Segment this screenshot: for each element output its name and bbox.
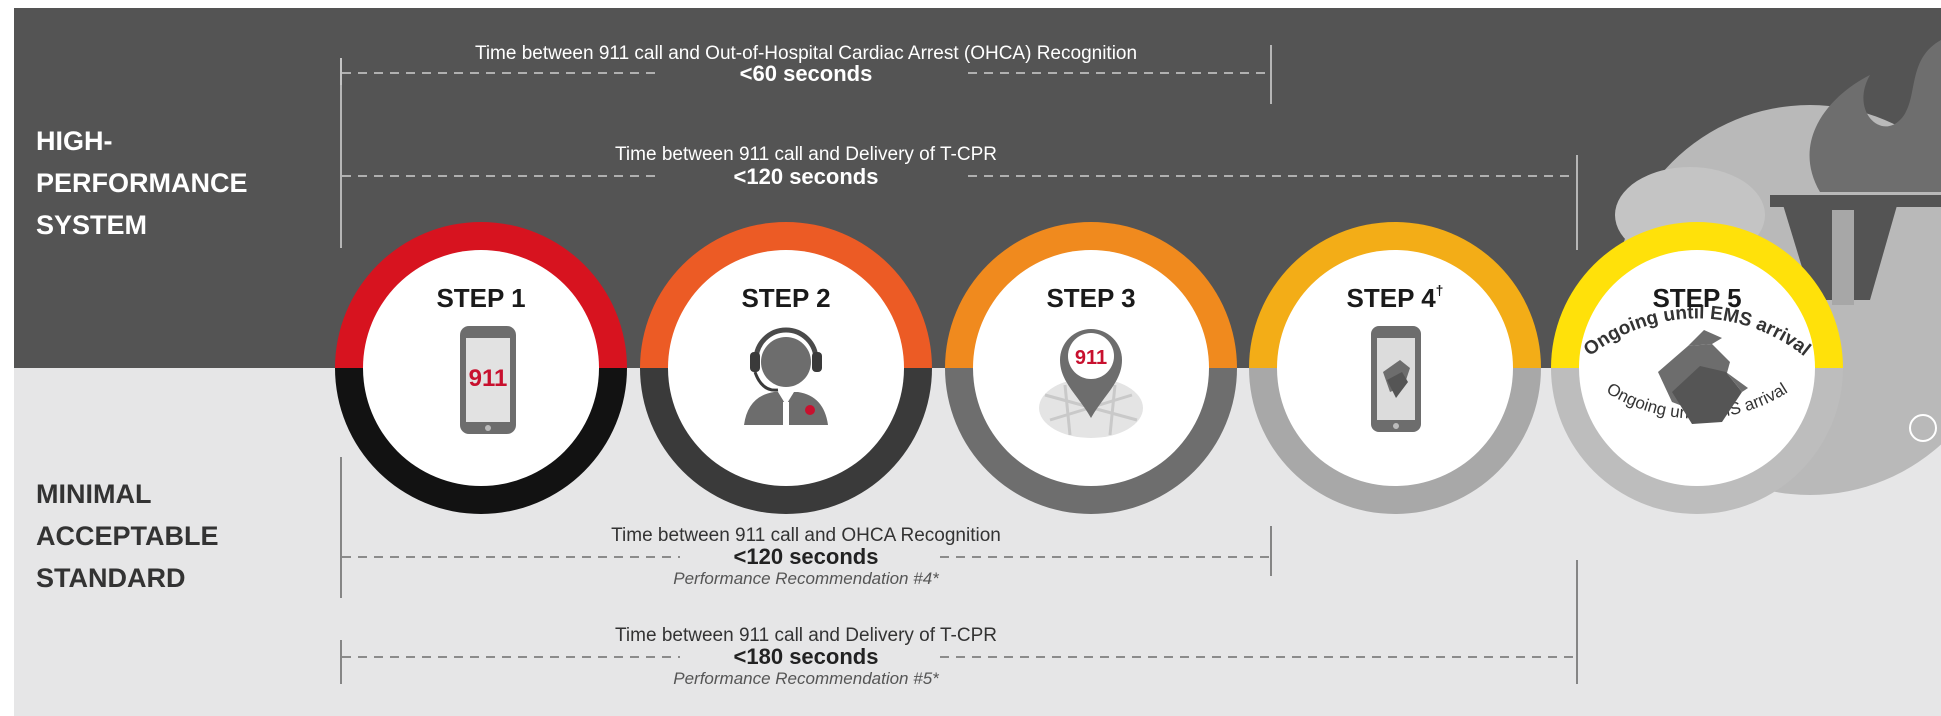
timeline-min-tcpr-note: Performance Recommendation #5* <box>673 669 940 688</box>
step-1-title: STEP 1 <box>436 283 525 313</box>
step-3: <30 seconds <60 seconds STEP 3 911 <box>945 222 1237 514</box>
step-4-title: STEP 4† <box>1347 282 1444 313</box>
row-label-minimal-line-3: STANDARD <box>36 563 186 593</box>
row-label-high-line-3: SYSTEM <box>36 210 147 240</box>
timeline-min-recognition-label: Time between 911 call and OHCA Recogniti… <box>611 525 1001 546</box>
timeline-high-recognition-label: Time between 911 call and Out-of-Hospita… <box>475 43 1137 64</box>
step-5: Ongoing until EMS arrival Ongoing until … <box>1551 222 1843 514</box>
row-label-high-line-1: HIGH- <box>36 126 113 156</box>
timeline-min-recognition-value: <120 seconds <box>734 544 879 569</box>
dispatcher-headset-icon <box>744 327 828 425</box>
timeline-high-tcpr: Time between 911 call and Delivery of T-… <box>342 144 1578 250</box>
timeline-high-recognition-value: <60 seconds <box>740 61 873 86</box>
step-5-title: STEP 5 <box>1652 283 1741 313</box>
location-pin-911-icon: 911 <box>1039 329 1143 438</box>
timeline-high-recognition: Time between 911 call and Out-of-Hospita… <box>340 43 1272 104</box>
step-4: <60 seconds <60 seconds STEP 4† <box>1249 222 1541 514</box>
cpr-hands-icon <box>1658 330 1748 424</box>
timeline-min-tcpr: Time between 911 call and Delivery of T-… <box>340 560 1578 688</box>
row-label-minimal-line-2: ACCEPTABLE <box>36 521 219 551</box>
timeline-min-tcpr-value: <180 seconds <box>734 644 879 669</box>
phone-911-text: 911 <box>469 365 508 392</box>
phone-cpr-icon <box>1371 326 1421 432</box>
timeline-high-tcpr-label: Time between 911 call and Delivery of T-… <box>615 144 997 165</box>
row-label-minimal-line-1: MINIMAL <box>36 479 151 509</box>
step-2: 15 seconds 15-30 seconds STEP 2 <box>640 222 932 514</box>
row-label-high-performance: HIGH- PERFORMANCE SYSTEM <box>36 126 248 240</box>
row-label-high-line-2: PERFORMANCE <box>36 168 248 198</box>
step-2-title: STEP 2 <box>741 283 830 313</box>
row-label-minimal-standard: MINIMAL ACCEPTABLE STANDARD <box>36 479 219 593</box>
timeline-high-tcpr-value: <120 seconds <box>734 164 879 189</box>
timeline-min-recognition-note: Performance Recommendation #4* <box>673 569 940 588</box>
phone-911-icon: 911 <box>460 326 516 434</box>
step-1: 15 seconds 15-30 seconds STEP 1 911 <box>335 222 627 514</box>
location-pin-911-text: 911 <box>1075 347 1107 369</box>
timeline-min-tcpr-label: Time between 911 call and Delivery of T-… <box>615 625 997 646</box>
step-3-title: STEP 3 <box>1046 283 1135 313</box>
timeline-min-recognition: Time between 911 call and OHCA Recogniti… <box>342 525 1272 588</box>
